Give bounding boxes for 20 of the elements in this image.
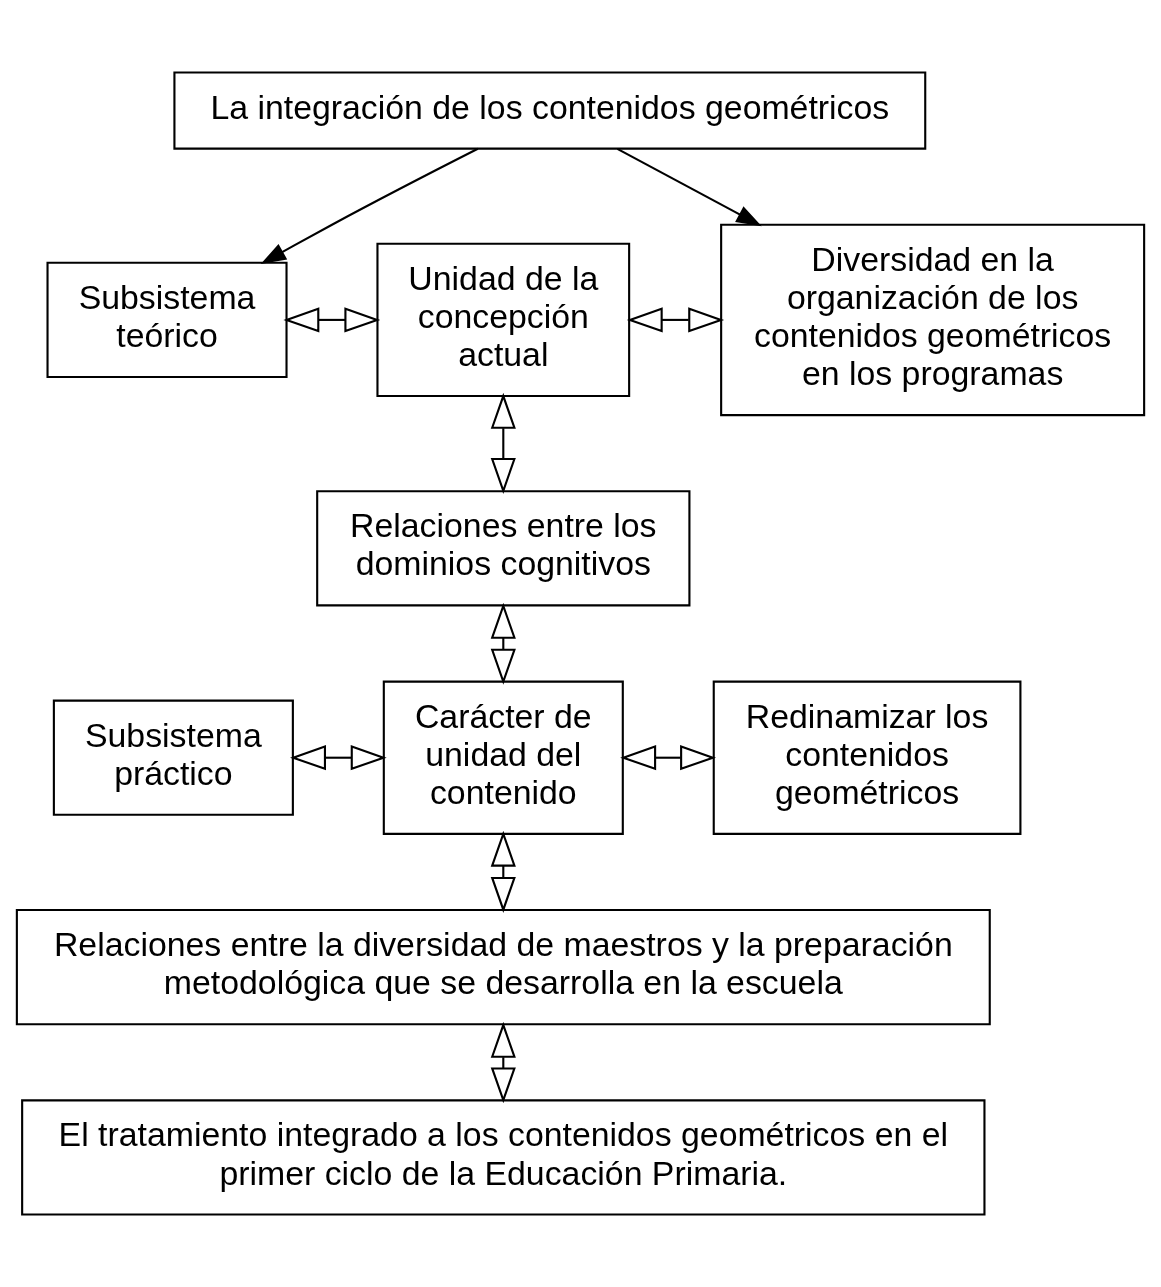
arrow [490, 602, 516, 685]
node-box: Subsistema teórico [46, 261, 288, 379]
arrow [616, 147, 762, 227]
arrow [626, 307, 725, 333]
node-box: Relaciones entre la diversidad de maestros y la preparación metodológica que se desarrolla en la escuela [15, 908, 991, 1026]
arrow [260, 147, 479, 265]
arrow [290, 745, 387, 771]
arrow [283, 307, 381, 333]
node-box: Carácter de unidad del contenido [382, 680, 624, 835]
node-box: La integración de los contenidos geométricos [173, 71, 927, 150]
arrow [490, 1021, 516, 1104]
arrow [490, 392, 516, 494]
node-box: Relaciones entre los dominios cognitivos [316, 490, 691, 607]
arrow [490, 830, 516, 913]
arrow [620, 745, 717, 771]
node-box: Unidad de la concepción actual [376, 242, 631, 398]
node-box: Subsistema práctico [52, 699, 294, 816]
node-box: Diversidad en la organización de los contenidos geométricos en los programas [720, 223, 1146, 417]
node-box: El tratamiento integrado a los contenidos geométricos en el primer ciclo de la Educación Primaria. [21, 1099, 986, 1216]
node-box: Redinamizar los contenidos geométricos [712, 680, 1022, 835]
